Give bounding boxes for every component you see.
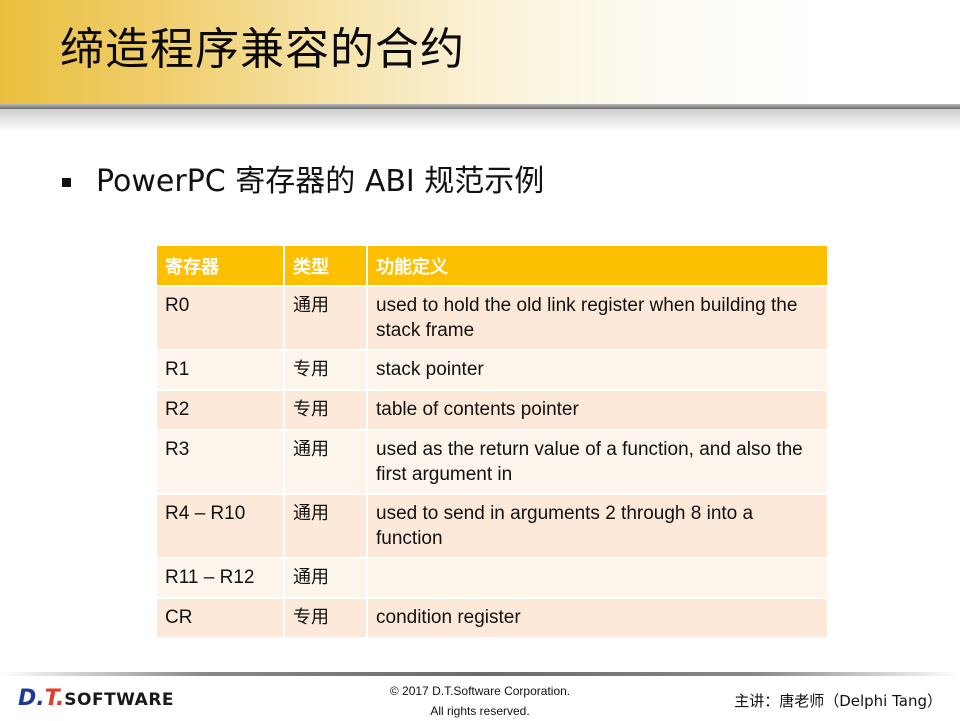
cell-definition: stack pointer (367, 350, 829, 391)
cell-type: 通用 (284, 494, 368, 559)
copyright-line1: © 2017 D.T.Software Corporation. (389, 684, 571, 698)
cell-type: 通用 (284, 558, 368, 599)
cell-definition: used to hold the old link register when … (367, 286, 829, 351)
cell-type: 通用 (284, 286, 368, 351)
table-row: R3 通用 used as the return value of a func… (157, 430, 829, 495)
cell-type: 通用 (284, 430, 368, 495)
logo-t: T. (44, 686, 65, 711)
header-type: 类型 (284, 246, 368, 287)
table-row: R2 专用 table of contents pointer (157, 390, 829, 431)
header-register: 寄存器 (157, 246, 285, 287)
cell-definition: used as the return value of a function, … (367, 430, 829, 495)
bullet-square-icon (62, 178, 71, 187)
cell-type: 专用 (284, 350, 368, 391)
title-divider (0, 104, 960, 109)
logo-d: D. (18, 686, 45, 711)
cell-definition: used to send in arguments 2 through 8 in… (367, 494, 829, 559)
cell-definition (367, 558, 829, 599)
footer-divider (0, 672, 960, 676)
table-row: CR 专用 condition register (157, 598, 829, 639)
slide-title: 缔造程序兼容的合约 (60, 24, 465, 75)
logo-software: SOFTWARE (64, 690, 175, 710)
title-band (0, 0, 960, 104)
cell-definition: table of contents pointer (367, 390, 829, 431)
cell-register: R1 (157, 350, 285, 391)
presenter-credit: 主讲：唐老师（Delphi Tang） (734, 692, 942, 710)
copyright: © 2017 D.T.Software Corporation. All rig… (300, 681, 660, 721)
dt-software-logo: D.T.SOFTWARE (18, 686, 175, 711)
copyright-line2: All rights reserved. (430, 704, 530, 718)
register-table: 寄存器 类型 功能定义 R0 通用 used to hold the old l… (157, 246, 829, 639)
cell-register: R3 (157, 430, 285, 495)
cell-register: CR (157, 598, 285, 639)
cell-type: 专用 (284, 598, 368, 639)
table-row: R11 – R12 通用 (157, 558, 829, 599)
table-row: R0 通用 used to hold the old link register… (157, 286, 829, 351)
table-row: R1 专用 stack pointer (157, 350, 829, 391)
title-shadow (0, 109, 960, 131)
table-row: R4 – R10 通用 used to send in arguments 2 … (157, 494, 829, 559)
header-definition: 功能定义 (367, 246, 829, 287)
cell-type: 专用 (284, 390, 368, 431)
table-header-row: 寄存器 类型 功能定义 (157, 246, 829, 287)
cell-definition: condition register (367, 598, 829, 639)
cell-register: R11 – R12 (157, 558, 285, 599)
cell-register: R2 (157, 390, 285, 431)
bullet-text: PowerPC 寄存器的 ABI 规范示例 (96, 164, 545, 199)
cell-register: R4 – R10 (157, 494, 285, 559)
cell-register: R0 (157, 286, 285, 351)
